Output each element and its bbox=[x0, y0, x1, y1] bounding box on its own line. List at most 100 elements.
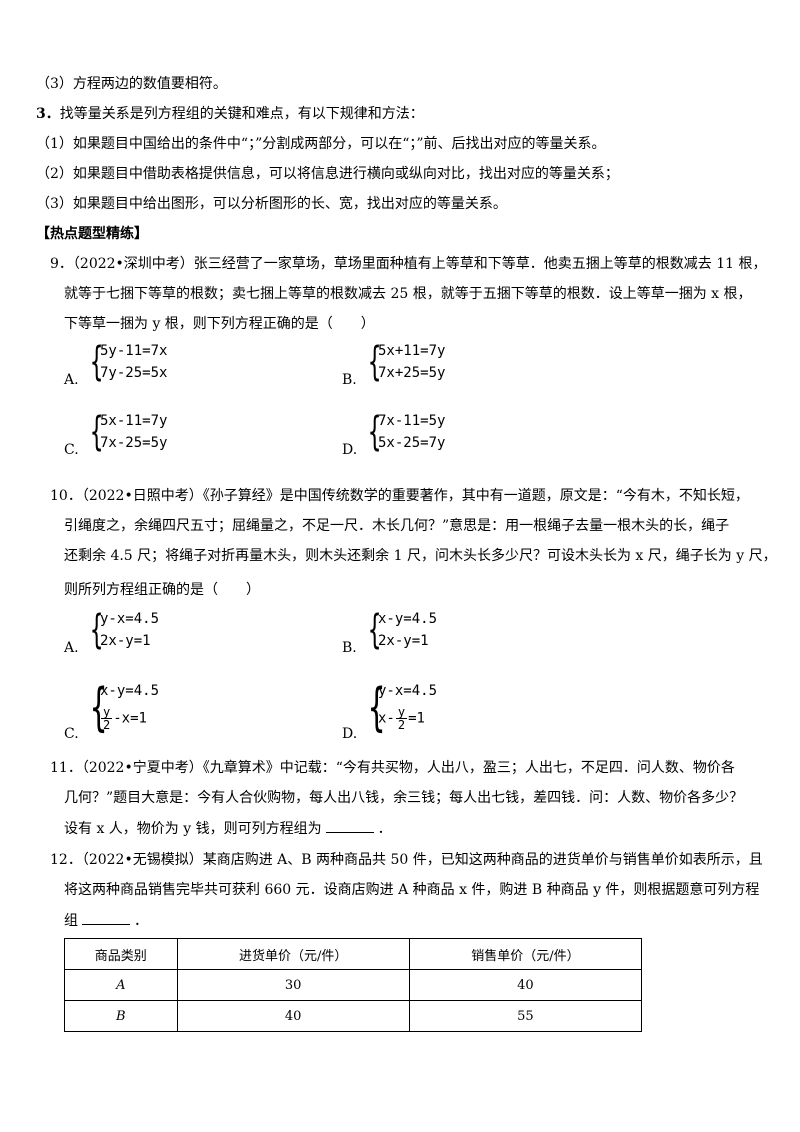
goods-price-table: 商品类别 进货单价（元/件） 销售单价（元/件） A 30 40 B 40 55 bbox=[64, 938, 643, 1032]
intro-line-3: （3）方程两边的数值要相符。 bbox=[36, 76, 227, 92]
equation-1: 7x-11=5y bbox=[378, 413, 446, 429]
equation-1: 5y-11=7x bbox=[100, 343, 168, 359]
equation-2: 7x-25=5y bbox=[100, 435, 168, 451]
brace-icon: { bbox=[368, 678, 386, 738]
brace-icon: { bbox=[90, 409, 104, 455]
q12-number: 12． bbox=[50, 852, 82, 868]
option-label: A. bbox=[64, 640, 79, 656]
q11-line-1: 11．（2022•宁夏中考）《九章算术》中记载：“今有共买物，人出八，盈三；人出… bbox=[50, 758, 735, 778]
rule-3: （3）如果题目中给出图形，可以分析图形的长、宽，找出对应的等量关系。 bbox=[36, 196, 507, 212]
fraction-denominator: 2 bbox=[103, 718, 111, 732]
table-cell: 40 bbox=[408, 969, 643, 1001]
q11-text-3-end: ． bbox=[377, 821, 392, 837]
item-3-number: 3． bbox=[36, 106, 60, 122]
table-cell: A bbox=[64, 969, 178, 1001]
q12-line-1: 12．（2022•无锡模拟）某商店购进 A、B 两种商品共 50 件，已知这两种… bbox=[50, 850, 763, 870]
q11-number: 11． bbox=[50, 760, 82, 776]
equation-2: 2x-y=1 bbox=[100, 633, 151, 649]
table-header: 进货单价（元/件） bbox=[176, 938, 410, 970]
table-row: B 40 55 bbox=[64, 1000, 643, 1032]
q10-option-a[interactable]: A. { y-x=4.5 2x-y=1 bbox=[64, 608, 264, 658]
q10-text-1: （2022•日照中考）《孙子算经》是中国传统数学的重要著作，其中有一道题，原文是… bbox=[81, 488, 749, 504]
option-label: C. bbox=[64, 726, 79, 742]
table-header: 销售单价（元/件） bbox=[408, 938, 643, 970]
q9-option-b[interactable]: B. { 5x+11=7y 7x+25=5y bbox=[342, 340, 542, 390]
q11-text-3: 设有 x 人，物价为 y 钱，则可列方程组为 bbox=[64, 821, 322, 837]
equation-system: x-y=4.5 2x-y=1 bbox=[378, 608, 437, 652]
option-label: C. bbox=[64, 442, 79, 458]
table-header: 商品类别 bbox=[64, 938, 178, 970]
table-cell: 55 bbox=[408, 1000, 643, 1032]
equation-system: 5y-11=7x 7y-25=5x bbox=[100, 340, 167, 384]
equation-tail: -x=1 bbox=[113, 710, 147, 727]
q12-text-3-end: ． bbox=[134, 913, 148, 929]
q12-line-2: 将这两种商品销售完毕共可获利 660 元．设商店购进 A 种商品 x 件，购进 … bbox=[64, 882, 760, 898]
q9-number: 9． bbox=[50, 256, 73, 272]
equation-1: x-y=4.5 bbox=[378, 611, 438, 627]
brace-icon: { bbox=[90, 607, 104, 653]
q11-text-1: （2022•宁夏中考）《九章算术》中记载：“今有共买物，人出八，盈三；人出七，不… bbox=[81, 760, 735, 776]
q10-line-1: 10．（2022•日照中考）《孙子算经》是中国传统数学的重要著作，其中有一道题，… bbox=[50, 486, 749, 506]
q9-option-c[interactable]: C. { 5x-11=7y 7x-25=5y bbox=[64, 410, 264, 460]
option-label: D. bbox=[342, 442, 358, 458]
option-label: B. bbox=[342, 372, 357, 388]
q9-option-d[interactable]: D. { 7x-11=5y 5x-25=7y bbox=[342, 410, 542, 460]
equation-tail: =1 bbox=[408, 710, 425, 727]
equation-system: 5x+11=7y 7x+25=5y bbox=[378, 340, 445, 384]
rule-2: （2）如果题目中借助表格提供信息，可以将信息进行横向或纵向对比，找出对应的等量关… bbox=[36, 166, 619, 182]
q9-line-3: 下等草一捆为 y 根，则下列方程正确的是（ ） bbox=[64, 316, 375, 332]
q10-line-3: 还剩余 4.5 尺；将绳子对折再量木头，则木头还剩余 1 尺，问木头长多少尺？可… bbox=[64, 548, 777, 564]
equation-system: y-x=4.5 2x-y=1 bbox=[100, 608, 159, 652]
q9-line-1: 9．（2022•深圳中考）张三经营了一家草场，草场里面种植有上等草和下等草．他卖… bbox=[50, 254, 767, 274]
answer-blank[interactable] bbox=[82, 910, 130, 925]
q11-line-2: 几何？”题目大意是：今有人合伙购物，每人出八钱，余三钱；每人出七钱，差四钱．问：… bbox=[64, 790, 744, 806]
equation-2: 5x-25=7y bbox=[378, 435, 446, 451]
item-3: 3．找等量关系是列方程组的关键和难点，有以下规律和方法： bbox=[36, 104, 424, 124]
table-header-row: 商品类别 进货单价（元/件） 销售单价（元/件） bbox=[64, 938, 643, 970]
q9-line-2: 就等于七捆下等草的根数；卖七捆上等草的根数减去 25 根，就等于五捆下等草的根数… bbox=[64, 286, 752, 302]
fraction-numerator: y bbox=[395, 705, 408, 719]
q12-line-3: 组． bbox=[64, 910, 148, 931]
option-label: D. bbox=[342, 726, 358, 742]
equation-1: x-y=4.5 bbox=[100, 683, 160, 699]
q9-option-a[interactable]: A. { 5y-11=7x 7y-25=5x bbox=[64, 340, 264, 390]
q11-line-3: 设有 x 人，物价为 y 钱，则可列方程组为 ． bbox=[64, 818, 392, 839]
table-cell: 40 bbox=[176, 1000, 410, 1032]
section-heading: 【热点题型精练】 bbox=[36, 226, 148, 242]
brace-icon: { bbox=[368, 409, 382, 455]
table-cell: 30 bbox=[176, 969, 410, 1001]
brace-icon: { bbox=[368, 339, 382, 385]
q10-number: 10． bbox=[50, 488, 82, 504]
equation-1: 5x+11=7y bbox=[378, 343, 446, 359]
rule-1: （1）如果题目中国给出的条件中“；”分割成两部分，可以在“；”前、后找出对应的等… bbox=[36, 136, 606, 152]
brace-icon: { bbox=[368, 607, 382, 653]
table-cell: B bbox=[64, 1000, 178, 1032]
equation-1: 5x-11=7y bbox=[100, 413, 168, 429]
option-label: B. bbox=[342, 640, 357, 656]
q10-line-4: 则所列方程组正确的是（ ） bbox=[64, 582, 260, 598]
brace-icon: { bbox=[90, 678, 108, 738]
fraction-denominator: 2 bbox=[397, 718, 406, 732]
answer-blank[interactable] bbox=[325, 818, 374, 833]
equation-head: x- bbox=[378, 710, 395, 727]
table-row: A 30 40 bbox=[64, 969, 643, 1001]
option-label: A. bbox=[64, 372, 79, 388]
equation-2: 7y-25=5x bbox=[100, 365, 168, 381]
item-3-text: 找等量关系是列方程组的关键和难点，有以下规律和方法： bbox=[59, 106, 424, 122]
brace-icon: { bbox=[90, 339, 104, 385]
q10-option-b[interactable]: B. { x-y=4.5 2x-y=1 bbox=[342, 608, 542, 658]
equation-2: 2x-y=1 bbox=[378, 633, 429, 649]
equation-system: 7x-11=5y 5x-25=7y bbox=[378, 410, 445, 454]
equation-1: y-x=4.5 bbox=[378, 683, 438, 699]
equation-2: 7x+25=5y bbox=[378, 365, 446, 381]
q12-text-3: 组 bbox=[64, 913, 78, 929]
q9-text-1: （2022•深圳中考）张三经营了一家草场，草场里面种植有上等草和下等草．他卖五捆… bbox=[72, 256, 767, 272]
